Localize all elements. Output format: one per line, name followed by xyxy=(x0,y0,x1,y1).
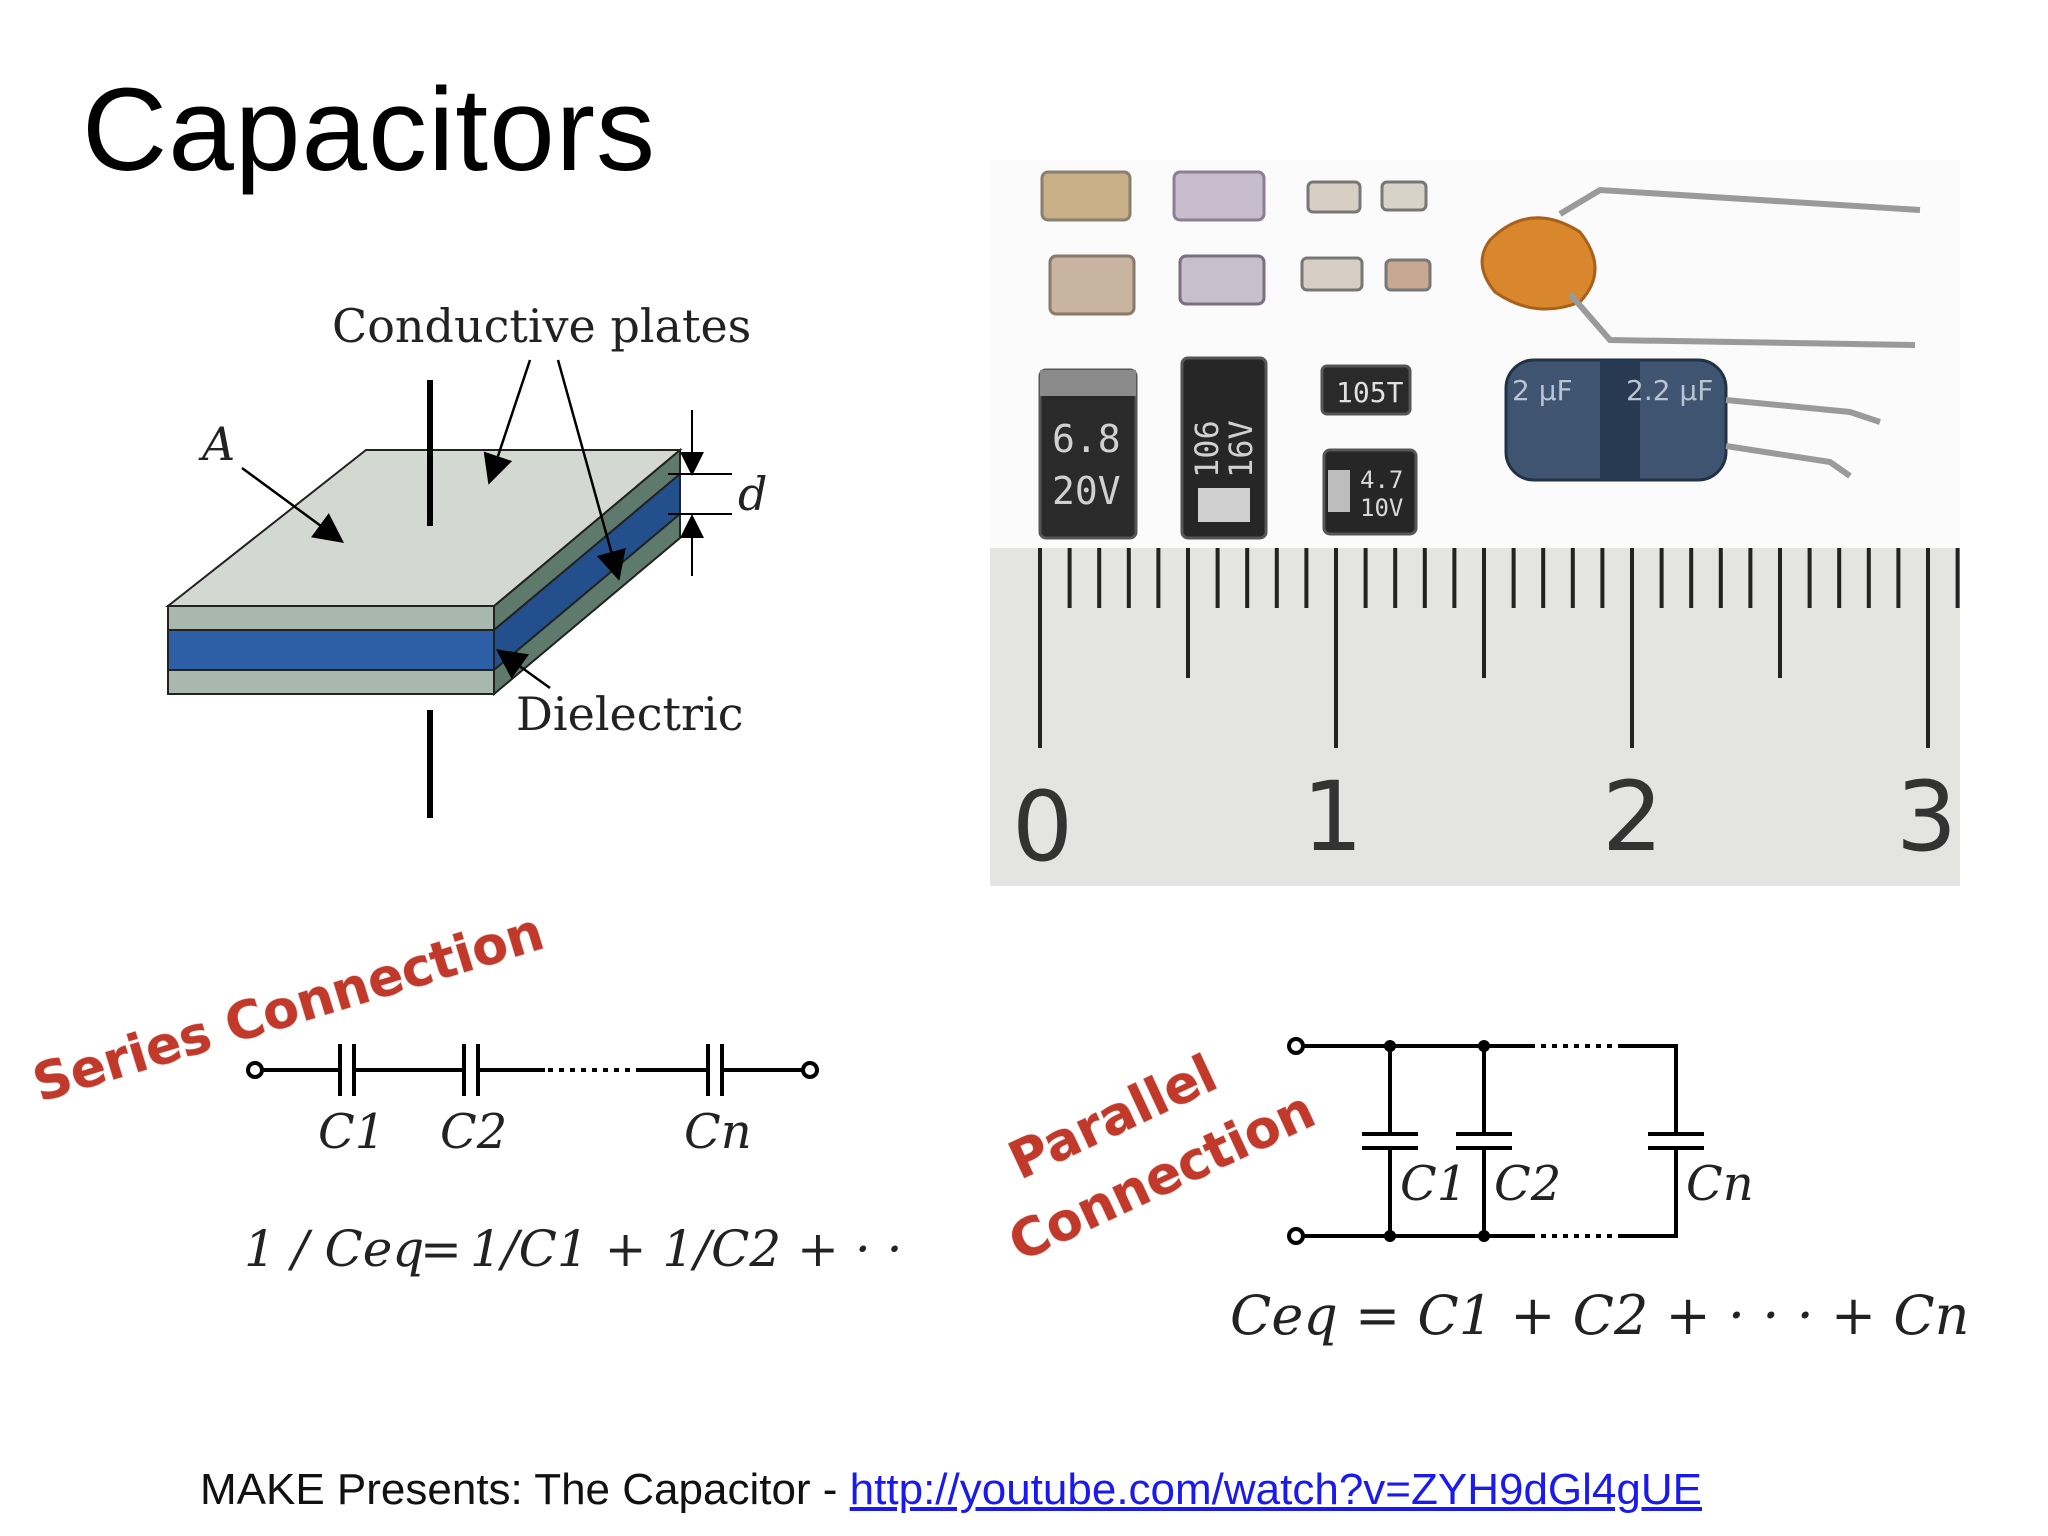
series-c2-label: C2 xyxy=(440,1104,507,1160)
ruler-number-0: 0 xyxy=(1012,771,1073,883)
plate-arrow-2 xyxy=(556,359,626,581)
parallel-connection-section: Parallel Connection C1 C2 Cn Ceq = C1 + … xyxy=(1000,1037,1969,1347)
chip-marking-7: 10V xyxy=(1360,494,1403,522)
ruler-number-3: 3 xyxy=(1896,761,1957,873)
dielectric-label: Dielectric xyxy=(516,687,743,741)
parallel-formula: Ceq = C1 + C2 + · · · + Cn xyxy=(1230,1284,1969,1347)
plate-arrow-1 xyxy=(483,359,532,485)
parallel-c2-label: C2 xyxy=(1494,1156,1561,1212)
series-heading: Series Connection xyxy=(26,902,550,1114)
footer-text: MAKE Presents: The Capacitor - xyxy=(200,1465,850,1514)
chip-marking-3: 106 xyxy=(1188,420,1226,478)
electrolytic-marking-1: 2 µF xyxy=(1512,374,1573,407)
parallel-cn-label: Cn xyxy=(1686,1156,1754,1212)
ruler-ticks xyxy=(1038,548,1960,748)
ruler-number-2: 2 xyxy=(1602,761,1663,873)
dielectric-arrow xyxy=(495,649,551,690)
parallel-plate-capacitor-diagram: Conductive plates A d Dielectric xyxy=(165,299,767,818)
capacitor-photo: 6.8 20V 106 16V 105T 4.7 10V 2 µF 2.2 µF… xyxy=(990,160,1960,886)
series-cn-label: Cn xyxy=(684,1104,752,1160)
chip-marking-5: 105T xyxy=(1336,376,1404,409)
slide-title: Capacitors xyxy=(82,64,657,196)
bottom-plate-front xyxy=(167,669,495,695)
series-formula-lhs: 1 / Ceq xyxy=(244,1220,424,1278)
chip-marking-1: 6.8 xyxy=(1052,417,1121,461)
chip-marking-2: 20V xyxy=(1052,469,1121,513)
distance-label: d xyxy=(738,467,767,521)
dielectric-front xyxy=(167,629,495,671)
series-formula-rhs: 1/C1 + 1/C2 + · · · + 1/Cn xyxy=(470,1220,900,1278)
plates-label: Conductive plates xyxy=(332,299,751,353)
electrolytic-marking-2: 2.2 µF xyxy=(1626,374,1713,407)
parallel-c1-label: C1 xyxy=(1400,1156,1467,1212)
area-label: A xyxy=(198,417,235,471)
series-formula-eq: = xyxy=(420,1220,462,1278)
video-link[interactable]: http://youtube.com/watch?v=ZYH9dGl4gUE xyxy=(849,1465,1702,1514)
top-plate-face xyxy=(165,449,683,607)
area-arrow xyxy=(241,466,345,543)
footer-citation: MAKE Presents: The Capacitor - http://yo… xyxy=(200,1462,1702,1518)
chip-marking-4: 16V xyxy=(1222,420,1260,478)
top-plate-front xyxy=(167,605,495,631)
ruler-number-1: 1 xyxy=(1302,761,1363,873)
series-connection-section: Series Connection C1 C2 Cn 1 / Ceq = 1/C… xyxy=(26,902,900,1278)
chip-marking-6: 4.7 xyxy=(1360,466,1403,494)
series-c1-label: C1 xyxy=(318,1104,385,1160)
